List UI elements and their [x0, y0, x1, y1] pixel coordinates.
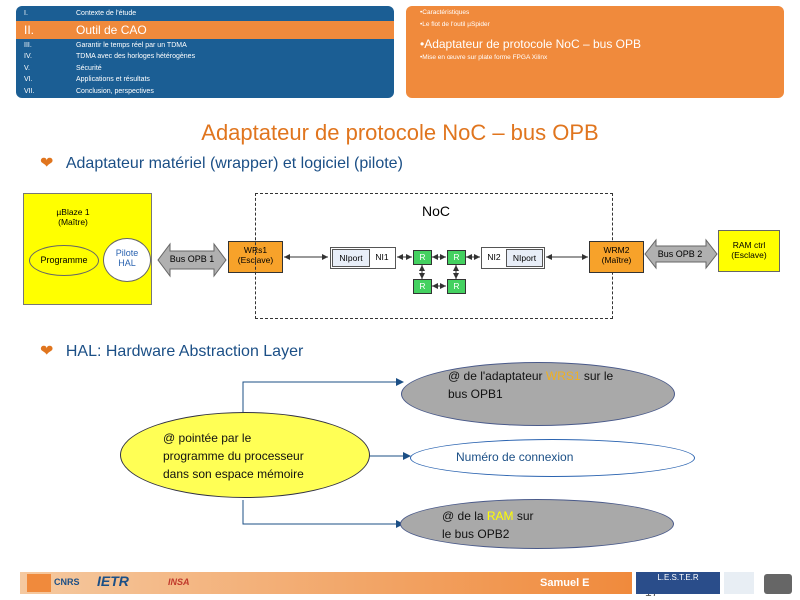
outline-num: VI.	[24, 76, 33, 83]
niport2: NIport	[506, 249, 543, 267]
outline-label: Sécurité	[76, 65, 102, 72]
bullet-1: ❤ Adaptateur matériel (wrapper) et logic…	[40, 153, 403, 173]
processor-address-ellipse	[120, 412, 370, 498]
router-1: R	[413, 250, 432, 265]
ni2-label: NI2	[487, 252, 501, 262]
connection-number-ellipse	[410, 439, 695, 477]
wrm2-block: WRM2(Maître)	[589, 241, 644, 273]
niport1: NIport	[332, 249, 370, 267]
outline-item[interactable]: IV. TDMA avec des horloges hétérogènes	[16, 51, 394, 62]
outline-label: Outil de CAO	[76, 23, 147, 37]
outline-item[interactable]: V. Sécurité	[16, 63, 394, 74]
bullet-text: HAL: Hardware Abstraction Layer	[65, 343, 304, 360]
outline-label: Conclusion, perspectives	[76, 88, 154, 95]
header-current: •Adaptateur de protocole NoC – bus OPB	[420, 37, 641, 51]
outline-item[interactable]: I. Contexte de l'étude	[16, 8, 394, 19]
heart-bullet-icon: ❤	[40, 343, 54, 360]
outline-num: V.	[24, 65, 30, 72]
heart-bullet-icon: ❤	[40, 155, 54, 172]
connection-number-text: Numéro de connexion	[456, 450, 574, 464]
header-line: •Caractéristiques	[420, 9, 470, 16]
router-4: R	[447, 279, 466, 294]
outline-item[interactable]: VII. Conclusion, perspectives	[16, 86, 394, 97]
ram-address-ellipse	[400, 499, 674, 549]
wrs1-address-text: @ de l'adaptateur WRS1 sur le bus OPB1	[448, 369, 614, 401]
cnrs-logo: CNRS	[54, 577, 80, 587]
ni1-label: NI1	[375, 252, 389, 262]
footer-square	[27, 574, 51, 592]
lester-logo: L.E.S.T.E.R	[636, 572, 720, 594]
mblaze-label: µBlaze 1(Maître)	[56, 207, 90, 227]
outline-label: Garantir le temps réel par un TDMA	[76, 42, 187, 49]
nav-corner-icon	[764, 574, 792, 594]
outline-num: IV.	[24, 53, 32, 60]
outline-label: Applications et résultats	[76, 76, 150, 83]
section-header-panel: •Caractéristiques •Le flot de l'outil µS…	[406, 6, 784, 98]
bus2-label: Bus OPB 2	[657, 249, 703, 259]
wrs1-address-ellipse	[401, 362, 675, 426]
programme-ellipse: Programme	[29, 245, 99, 276]
bus1-label: Bus OPB 1	[169, 254, 215, 264]
outline-num: I.	[24, 10, 28, 17]
ramctrl-block: RAM ctrl(Esclave)	[718, 230, 780, 272]
bus2-arrow	[644, 238, 718, 270]
ram-address-text: @ de la RAM sur le bus OPB2	[442, 509, 534, 541]
outline-item-active[interactable]: II. Outil de CAO	[16, 21, 394, 39]
footer-author: Samuel E	[540, 577, 590, 589]
bus1-arrow	[157, 242, 227, 278]
slide-title: Adaptateur de protocole NoC – bus OPB	[201, 120, 599, 145]
bullet-text: Adaptateur matériel (wrapper) et logicie…	[65, 155, 403, 172]
header-line: •Mise en œuvre sur plate forme FPGA Xili…	[420, 54, 548, 61]
outline-item[interactable]: VI. Applications et résultats	[16, 74, 394, 85]
insa-logo: INSA	[168, 577, 190, 587]
outline-panel: I. Contexte de l'étude II. Outil de CAO II…	[16, 6, 394, 98]
outline-num: III.	[24, 42, 32, 49]
ubs-logo-icon	[724, 572, 754, 594]
outline-label: Contexte de l'étude	[76, 10, 137, 17]
outline-num: II.	[24, 23, 35, 37]
bullet-2: ❤ HAL: Hardware Abstraction Layer	[40, 341, 303, 361]
router-2: R	[447, 250, 466, 265]
router-3: R	[413, 279, 432, 294]
outline-item[interactable]: III. Garantir le temps réel par un TDMA	[16, 40, 394, 51]
footer-bar	[20, 572, 632, 594]
outline-num: VII.	[24, 88, 35, 95]
header-line: •Le flot de l'outil µSpider	[420, 21, 490, 28]
ietr-logo: IETR	[97, 573, 129, 589]
noc-label: NoC	[421, 203, 450, 219]
outline-label: TDMA avec des horloges hétérogènes	[76, 53, 196, 60]
